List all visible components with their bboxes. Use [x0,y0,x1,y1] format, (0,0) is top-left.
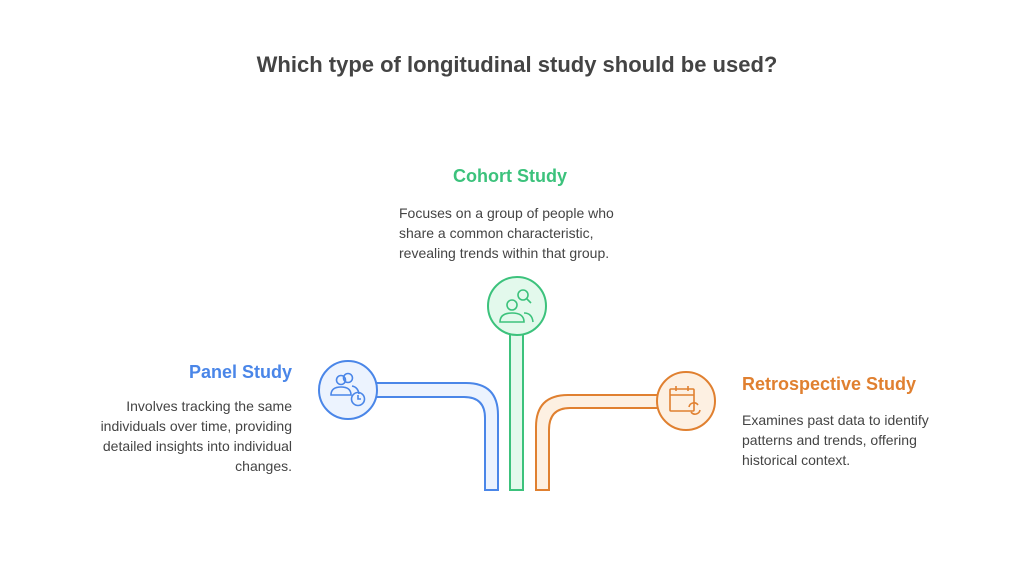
cohort-study-description: Focuses on a group of people who share a… [399,205,614,261]
retrospective-connector [535,394,659,491]
cohort-connector [509,333,524,491]
group-search-icon [487,276,547,336]
retrospective-study-heading: Retrospective Study [742,374,917,394]
cohort-study-heading: Cohort Study [453,166,567,186]
diagram-title: Which type of longitudinal study should … [256,52,778,77]
calendar-refresh-icon [656,371,716,431]
panel-connector [375,382,499,491]
panel-study-description: Involves tracking the same individuals o… [100,398,292,474]
retrospective-study-description: Examines past data to identify patterns … [742,412,929,468]
people-clock-icon [318,360,378,420]
panel-study-heading: Panel Study [188,362,292,382]
